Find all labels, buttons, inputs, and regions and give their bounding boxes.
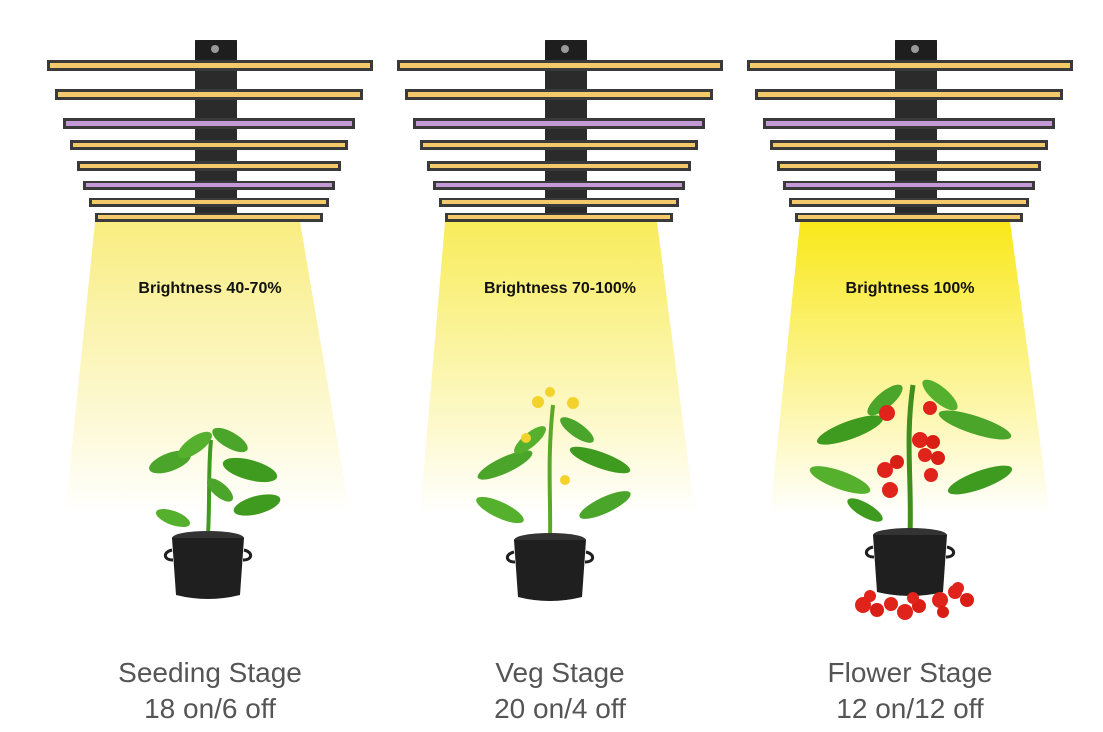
grow-light-illustration: [47, 40, 373, 599]
light-beam: [65, 222, 350, 515]
stage-schedule: 12 on/12 off: [836, 693, 984, 724]
seedling-plant: [149, 427, 281, 536]
stage-panel-seeding: Brightness 40-70% Seeding Stage 18 on/6 …: [45, 0, 375, 732]
light-beam: [420, 222, 695, 515]
stage-panel-veg: Brightness 70-100% Veg Stage 20 on/4 off: [395, 0, 725, 732]
flowering-plant: [476, 387, 631, 539]
brightness-label: Brightness 40-70%: [138, 280, 282, 297]
light-fixture: [397, 40, 723, 222]
grow-pot: [864, 528, 956, 596]
stage-panel-flower: Brightness 100% Flower Stage 12 on/12 of…: [745, 0, 1075, 732]
brightness-label: Brightness 70-100%: [483, 280, 637, 297]
grow-light-illustration: [747, 40, 1073, 620]
harvested-tomatoes: [855, 582, 974, 620]
stage-schedule: 20 on/4 off: [494, 693, 626, 724]
grow-light-illustration: [397, 40, 723, 601]
stage-caption: Veg Stage 20 on/4 off: [395, 655, 725, 727]
stage-schedule: 18 on/6 off: [144, 693, 276, 724]
stage-name: Veg Stage: [495, 657, 625, 688]
stage-name: Flower Stage: [827, 657, 993, 688]
grow-pot: [505, 533, 595, 601]
light-fixture: [47, 40, 373, 222]
grow-pot: [163, 531, 253, 599]
light-fixture: [747, 40, 1073, 222]
stage-caption: Flower Stage 12 on/12 off: [745, 655, 1075, 727]
tomato-plant: [809, 379, 1013, 536]
stage-name: Seeding Stage: [118, 657, 302, 688]
brightness-label: Brightness 100%: [845, 280, 975, 297]
stage-caption: Seeding Stage 18 on/6 off: [45, 655, 375, 727]
